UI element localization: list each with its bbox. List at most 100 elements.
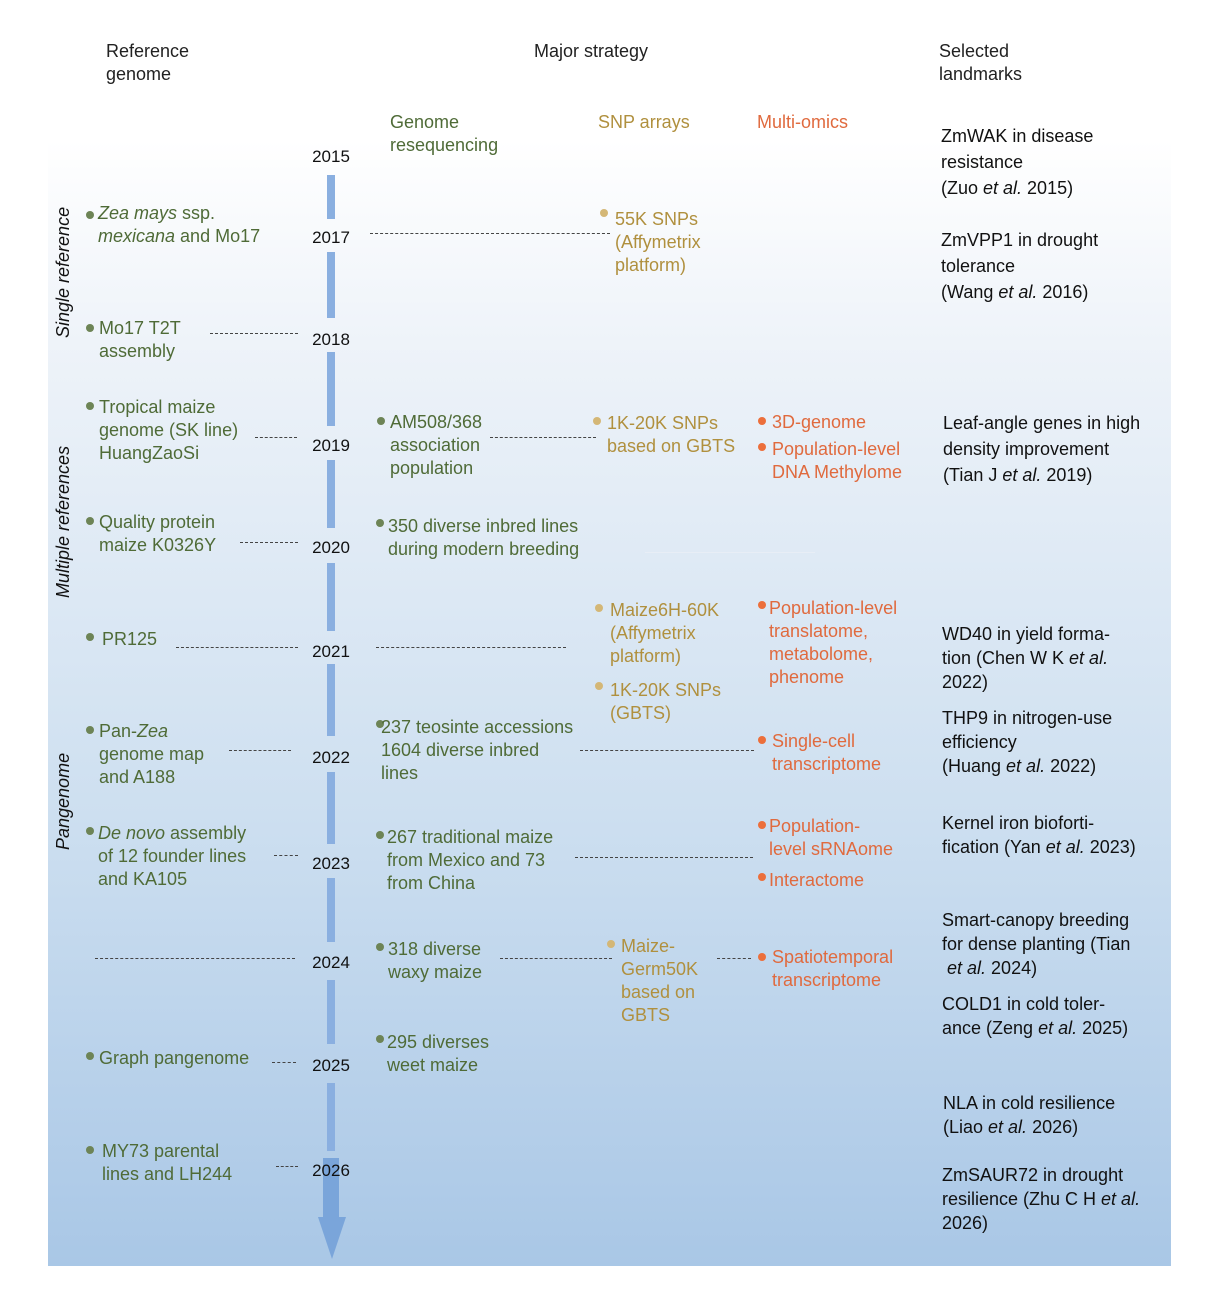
reference-item: De novo assembly of 12 founder lines and… [98,823,247,889]
timeline-segment [327,352,335,426]
connector-2024-snp [500,958,612,959]
omics-dot [758,953,766,961]
timeline-segment [327,878,335,942]
omics-item: Population-level DNA Methylome [772,439,903,482]
connector-2023-ref [274,855,298,856]
reference-dot [86,633,94,641]
resequencing-dot [377,417,385,425]
omics-dot [758,417,766,425]
multi-omics-header: Multi-omics [757,112,849,132]
timeline-segment [327,980,335,1044]
timeline-arrow-head [318,1217,346,1259]
timeline-segment [327,175,335,219]
timeline-arrow-shaft [323,1158,339,1218]
timeline-segment [327,563,335,631]
snp-dot [600,209,608,217]
omics-item: Population-level translatome, metabolome… [769,598,898,687]
connector-2022-ref [229,750,291,751]
connector-2019-snp [490,437,596,438]
omics-dot [758,821,766,829]
landmark-item: COLD1 in cold toler- ance (Zeng et al. 2… [942,994,1129,1038]
omics-item: Interactome [769,870,865,890]
snp-item: 55K SNPs (Affymetrix platform) [615,209,701,275]
resequencing-item: 237 teosinte accessions 1604 diverse inb… [381,717,574,783]
landmark-item: ZmVPP1 in drought tolerance (Wang et al.… [941,230,1099,302]
resequencing-dot [376,831,384,839]
reference-dot [86,402,94,410]
reference-genome-header: Reference genome [106,41,190,84]
timeline-segment [327,772,335,844]
landmark-item: WD40 in yield forma- tion (Chen W K et a… [942,624,1111,692]
snp-arrays-header: SNP arrays [598,112,690,132]
resequencing-item: 350 diverse inbred lines during modern b… [388,516,580,559]
phase-multiple-references: Multiple references [53,445,73,598]
reference-dot [86,1052,94,1060]
reference-dot [86,1146,94,1154]
reference-item: Quality protein maize K0326Y [99,512,217,555]
reference-item: Pan-Zea genome map and A188 [99,721,205,787]
connector-2018 [210,333,298,334]
omics-item: Population- level sRNAome [769,816,894,859]
connector-2025 [272,1062,296,1063]
reference-item: Graph pangenome [99,1048,250,1068]
landmark-item: ZmWAK in disease resistance (Zuo et al. … [941,126,1094,198]
landmark-item: Leaf-angle genes in high density improve… [943,413,1141,485]
reference-item: PR125 [102,629,158,649]
resequencing-item: 318 diverse waxy maize [388,939,483,982]
selected-landmarks-header: Selected landmarks [939,41,1023,84]
snp-dot [607,940,615,948]
reference-dot [86,211,94,219]
snp-item: 1K-20K SNPs (GBTS) [610,680,722,723]
reference-item: Mo17 T2T assembly [99,318,181,361]
landmark-item: ZmSAUR72 in drought resilience (Zhu C H … [942,1165,1141,1233]
omics-dot [758,873,766,881]
omics-item: Single-cell transcriptome [772,731,882,774]
reference-dot [86,517,94,525]
timeline-segment [327,252,335,318]
resequencing-item: 295 diverses weet maize [387,1032,490,1075]
year-2026: 2026 [312,1161,350,1180]
resequencing-dot [376,1035,384,1043]
year-2023: 2023 [312,854,350,873]
resequencing-item: AM508/368 association population [390,412,483,478]
major-strategy-header: Major strategy [534,41,649,61]
snp-item: Maize- Germ50K based on GBTS [621,936,699,1025]
omics-dot [758,601,766,609]
connector-2019-ref [255,437,297,438]
timeline-segment [327,1083,335,1151]
year-2020: 2020 [312,538,350,557]
reference-item: Zea mays ssp. mexicana and Mo17 [98,203,261,246]
diagram-background [48,140,1171,1266]
snp-dot [595,682,603,690]
phase-pangenome: Pangenome [53,752,73,850]
omics-item: 3D-genome [772,412,867,432]
connector-2023-omics [575,857,753,858]
omics-dot [758,443,766,451]
resequencing-dot [376,943,384,951]
reference-item: MY73 parental lines and LH244 [102,1141,233,1184]
resequencing-dot [376,720,384,728]
year-2018: 2018 [312,330,350,349]
year-2015: 2015 [312,147,350,166]
year-2025: 2025 [312,1056,350,1075]
landmark-item: Smart-canopy breeding for dense planting… [942,910,1131,978]
connector-2021-snp [376,647,566,648]
year-2019: 2019 [312,436,350,455]
snp-dot [593,417,601,425]
timeline-segment [327,460,335,528]
landmark-item: NLA in cold resilience (Liao et al. 2026… [943,1093,1116,1137]
omics-item: Spatiotemporal transcriptome [772,947,894,990]
connector-2022-omics [580,750,754,751]
year-2024: 2024 [312,953,350,972]
connector-2026 [276,1166,298,1167]
connector-2024-ref [95,958,295,959]
resequencing-dot [376,519,384,527]
phase-single-reference: Single reference [53,206,73,338]
reference-dot [86,827,94,835]
omics-dot [758,736,766,744]
reference-item: Tropical maize genome (SK line) HuangZao… [99,397,239,463]
landmark-item: THP9 in nitrogen-use efficiency (Huang e… [942,708,1113,776]
reference-dot [86,726,94,734]
snp-item: 1K-20K SNPs based on GBTS [607,413,736,456]
reference-dot [86,324,94,332]
